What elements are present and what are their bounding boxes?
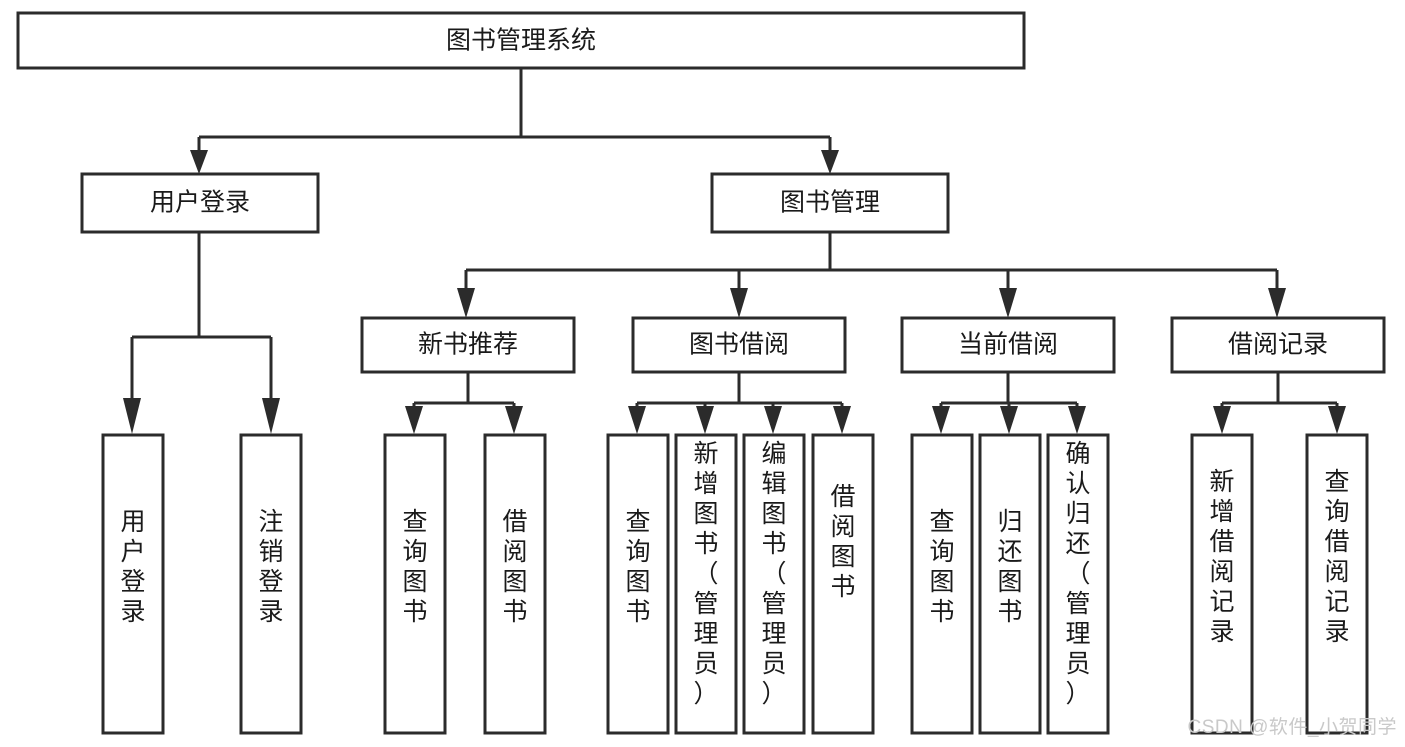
leaf-borrow-1-box[interactable] (606, 433, 670, 735)
node-book-borrow-box[interactable] (631, 316, 847, 374)
leaf-borrow-2-label: 新增图书（管理员） (693, 440, 718, 708)
arrow-new-book-leaf-1 (405, 406, 423, 434)
leaf-record-1-label: 新增借阅记录 (1209, 468, 1234, 646)
leaf-record-2[interactable]: 查询借阅记录 (1305, 433, 1369, 735)
leaf-current-1-box[interactable] (910, 433, 974, 735)
csdn-watermark: CSDN @软件_小贺同学 (1187, 717, 1397, 738)
node-user-login[interactable]: 用户登录 (80, 172, 320, 234)
node-root[interactable]: 图书管理系统 (16, 11, 1026, 70)
node-book-management-label: 图书管理 (780, 189, 880, 217)
leaf-current-2-label: 归还图书 (997, 508, 1022, 626)
node-current-borrow-box[interactable] (900, 316, 1116, 374)
arrow-bm-borrow (730, 288, 748, 318)
arrow-new-book-leaf-2 (505, 406, 523, 434)
node-book-management[interactable]: 图书管理 (710, 172, 950, 234)
leaf-borrow-3-label: 编辑图书（管理员） (761, 440, 786, 708)
arrow-record-leaf-1 (1213, 406, 1231, 434)
arrow-current-leaf-3 (1068, 406, 1086, 434)
node-user-login-label: 用户登录 (150, 189, 250, 217)
leaf-borrow-1[interactable]: 查询图书 (606, 433, 670, 735)
leaf-current-1[interactable]: 查询图书 (910, 433, 974, 735)
node-borrow-record-label: 借阅记录 (1228, 331, 1328, 359)
leaf-new-book-1[interactable]: 查询图书 (383, 433, 447, 735)
arrow-bm-new-book (457, 288, 475, 318)
arrow-bm-record (1268, 288, 1286, 318)
arrow-current-leaf-1 (932, 406, 950, 434)
node-new-book-recommend[interactable]: 新书推荐 (360, 316, 576, 374)
arrow-root-to-user-login (190, 150, 208, 174)
arrow-bm-current (999, 288, 1017, 318)
leaf-user-login-1-label: 用户登录 (120, 508, 145, 626)
arrow-record-leaf-2 (1328, 406, 1346, 434)
arrow-borrow-leaf-3 (764, 406, 782, 434)
arrow-borrow-leaf-2 (696, 406, 714, 434)
node-book-borrow[interactable]: 图书借阅 (631, 316, 847, 374)
leaf-new-book-1-label: 查询图书 (402, 508, 427, 626)
node-root-label: 图书管理系统 (446, 27, 596, 55)
node-new-book-recommend-box[interactable] (360, 316, 576, 374)
leaf-user-login-2-label: 注销登录 (258, 508, 283, 626)
leaf-new-book-2[interactable]: 借阅图书 (483, 433, 547, 735)
leaf-borrow-4[interactable]: 借阅图书 (811, 433, 875, 735)
arrow-borrow-leaf-1 (628, 406, 646, 434)
leaf-borrow-2[interactable]: 新增图书（管理员） (674, 433, 738, 735)
leaf-user-login-1-box[interactable] (101, 433, 165, 735)
leaf-current-1-label: 查询图书 (929, 508, 954, 626)
leaf-current-2-box[interactable] (978, 433, 1042, 735)
leaf-current-3[interactable]: 确认归还（管理员） (1046, 433, 1110, 735)
leaf-user-login-2-box[interactable] (239, 433, 303, 735)
leaf-new-book-2-box[interactable] (483, 433, 547, 735)
arrow-current-leaf-2 (1000, 406, 1018, 434)
leaf-borrow-4-box[interactable] (811, 433, 875, 735)
node-root-box[interactable] (16, 11, 1026, 70)
leaf-new-book-2-label: 借阅图书 (502, 508, 527, 626)
leaf-borrow-3-box[interactable] (742, 433, 806, 735)
arrow-borrow-leaf-4 (833, 406, 851, 434)
leaf-new-book-1-box[interactable] (383, 433, 447, 735)
leaf-borrow-4-label: 借阅图书 (830, 483, 855, 601)
leaf-record-1-box[interactable] (1190, 433, 1254, 735)
leaf-current-2[interactable]: 归还图书 (978, 433, 1042, 735)
leaf-user-login-2[interactable]: 注销登录 (239, 433, 303, 735)
node-book-management-box[interactable] (710, 172, 950, 234)
node-user-login-box[interactable] (80, 172, 320, 234)
leaf-record-2-box[interactable] (1305, 433, 1369, 735)
node-book-borrow-label: 图书借阅 (689, 331, 789, 359)
arrow-root-to-book-mgmt (821, 150, 839, 174)
arrow-user-login-leaf-1 (123, 398, 141, 434)
leaf-borrow-1-label: 查询图书 (625, 508, 650, 626)
node-current-borrow-label: 当前借阅 (958, 331, 1058, 359)
leaf-current-3-box[interactable] (1046, 433, 1110, 735)
node-current-borrow[interactable]: 当前借阅 (900, 316, 1116, 374)
node-borrow-record[interactable]: 借阅记录 (1170, 316, 1386, 374)
node-borrow-record-box[interactable] (1170, 316, 1386, 374)
leaf-current-3-label: 确认归还（管理员） (1065, 440, 1090, 708)
leaf-record-2-label: 查询借阅记录 (1324, 468, 1349, 646)
leaf-record-1[interactable]: 新增借阅记录 (1190, 433, 1254, 735)
arrow-user-login-leaf-2 (262, 398, 280, 434)
leaf-borrow-3[interactable]: 编辑图书（管理员） (742, 433, 806, 735)
node-new-book-recommend-label: 新书推荐 (418, 331, 518, 359)
connector-layer (123, 68, 1346, 434)
leaf-user-login-1[interactable]: 用户登录 (101, 433, 165, 735)
leaf-borrow-2-box[interactable] (674, 433, 738, 735)
